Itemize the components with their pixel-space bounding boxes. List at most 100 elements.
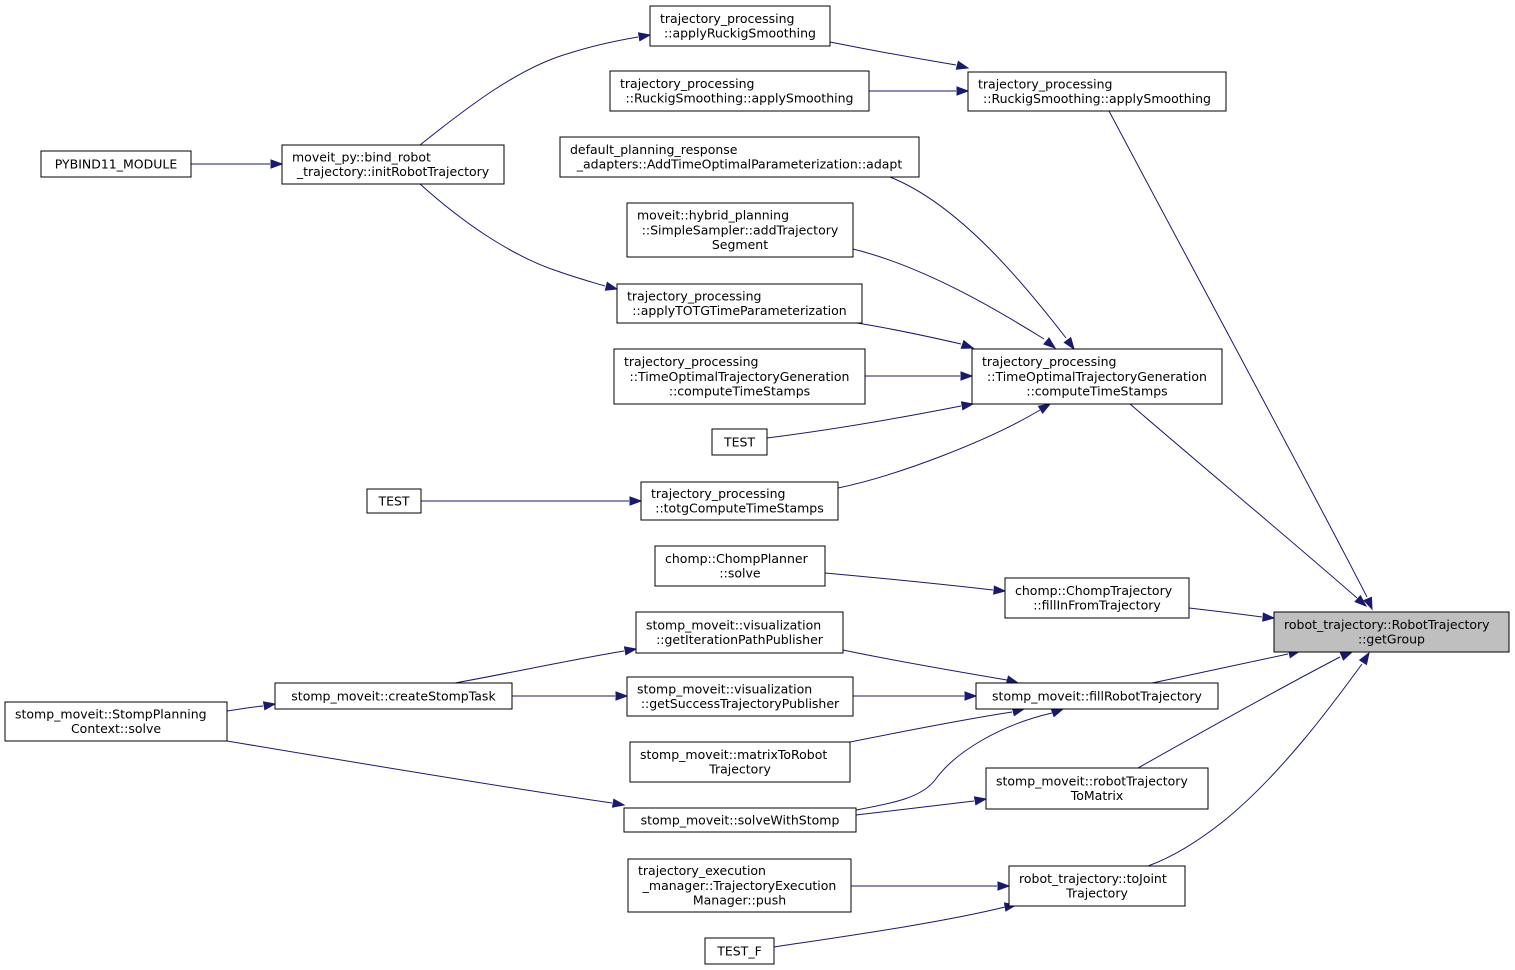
node-vis-success[interactable]: stomp_moveit::visualization::getSuccessT…	[626, 676, 854, 717]
node-box	[975, 682, 1219, 710]
node-stomp-fill[interactable]: stomp_moveit::fillRobotTrajectory	[975, 682, 1219, 710]
node-test-a[interactable]: TEST	[711, 428, 768, 456]
node-solve-with-stomp[interactable]: stomp_moveit::solveWithStomp	[623, 807, 857, 833]
node-vis-iter[interactable]: stomp_moveit::visualization::getIteratio…	[635, 611, 844, 654]
node-create-stomp-task[interactable]: stomp_moveit::createStompTask	[274, 682, 513, 710]
node-label-line: ::fillInFromTrajectory	[1033, 598, 1161, 613]
arrowhead	[1063, 336, 1075, 351]
node-label-line: TEST	[723, 434, 755, 449]
node-label-line: Manager::push	[693, 892, 786, 907]
edge-vis-success-to-stomp-fill	[853, 691, 978, 701]
node-label-line: TEST_F	[716, 943, 762, 958]
arrowhead	[993, 585, 1007, 595]
node-box	[609, 70, 870, 112]
edge-chomp-solve-to-chomp-fill	[824, 572, 1007, 595]
node-simple-sampler[interactable]: moveit::hybrid_planning::SimpleSampler::…	[626, 202, 854, 258]
arrowhead	[611, 798, 626, 808]
node-totg-stamps[interactable]: trajectory_processing::totgComputeTimeSt…	[640, 481, 839, 521]
edge-matrix-to-robot-to-stomp-fill	[849, 707, 1026, 743]
node-ruckig-apply-smoothing-caller[interactable]: trajectory_processing::RuckigSmoothing::…	[609, 70, 870, 112]
arrowhead	[1050, 708, 1065, 718]
node-box	[616, 283, 863, 324]
node-label-line: PYBIND11_MODULE	[55, 156, 178, 171]
node-label-line: trajectory_processing	[620, 76, 754, 91]
node-label-line: ::computeTimeStamps	[1026, 383, 1167, 398]
node-box	[626, 676, 854, 717]
node-apply-totg[interactable]: trajectory_processing::applyTOTGTimePara…	[616, 283, 863, 324]
node-label-line: trajectory_processing	[627, 289, 761, 304]
node-label-line: ::solve	[719, 566, 760, 581]
arrowhead	[270, 159, 284, 169]
node-label-line: Trajectory	[708, 762, 771, 777]
arrowhead	[1037, 403, 1052, 414]
node-test-f[interactable]: TEST_F	[704, 937, 775, 965]
node-label-line: stomp_moveit::visualization	[646, 618, 821, 633]
node-label-line: ::getSuccessTrajectoryPublisher	[641, 696, 840, 711]
edge-line	[773, 906, 1006, 948]
node-label-line: _adapters::AddTimeOptimalParameterizatio…	[576, 157, 903, 172]
node-test-b[interactable]: TEST	[366, 488, 422, 514]
node-ruckig-apply-smoothing[interactable]: trajectory_processing::RuckigSmoothing::…	[967, 71, 1227, 112]
node-add-top[interactable]: default_planning_response_adapters::AddT…	[559, 136, 920, 178]
arrowhead	[262, 701, 277, 711]
node-label-line: ::getGroup	[1358, 632, 1425, 647]
node-label-line: ::TimeOptimalTrajectoryGeneration	[987, 369, 1207, 384]
edge-line	[829, 41, 957, 66]
node-label-line: trajectory_processing	[651, 486, 785, 501]
node-label-line: trajectory_processing	[982, 354, 1116, 369]
edge-create-stomp-task-to-vis-iter	[454, 646, 638, 684]
node-chomp-solve[interactable]: chomp::ChompPlanner::solve	[654, 545, 826, 587]
node-box	[559, 136, 920, 178]
edge-simple-sampler-to-totg-compute	[852, 248, 1057, 349]
node-box	[613, 348, 866, 405]
arrowhead	[623, 646, 638, 656]
node-totg-compute-caller[interactable]: trajectory_processing::TimeOptimalTrajec…	[613, 348, 866, 405]
node-pybind[interactable]: PYBIND11_MODULE	[40, 150, 192, 178]
node-target[interactable]: robot_trajectory::RobotTrajectory::getGr…	[1273, 611, 1510, 653]
arrowhead	[973, 796, 988, 806]
edge-init-robot-traj-to-apply-totg	[419, 183, 619, 291]
edge-vis-iter-to-stomp-fill	[842, 649, 1020, 685]
node-label-line: stomp_moveit::robotTrajectory	[996, 774, 1188, 789]
edge-solve-with-stomp-to-stomp-to-matrix	[855, 796, 988, 816]
edge-line	[856, 322, 962, 345]
node-box	[1008, 865, 1186, 907]
edge-line	[855, 712, 1053, 811]
node-label-line: stomp_moveit::StompPlanning	[15, 707, 207, 722]
edge-line	[842, 649, 1008, 681]
edge-totg-compute-to-target	[1129, 403, 1368, 607]
node-box	[654, 545, 826, 587]
arrowhead	[604, 281, 619, 291]
node-stomp-ctx-solve[interactable]: stomp_moveit::StompPlanningContext::solv…	[4, 701, 228, 742]
edge-line	[1188, 607, 1263, 618]
edge-line	[855, 800, 975, 816]
arrowhead	[956, 86, 970, 96]
node-box	[967, 71, 1227, 112]
edge-line	[766, 405, 962, 439]
edge-pybind-to-init-robot-traj	[191, 159, 284, 169]
edge-stomp-to-matrix-to-target	[1137, 651, 1354, 769]
edge-line	[824, 572, 994, 591]
arrowhead	[629, 496, 643, 506]
arrowhead	[1043, 337, 1057, 349]
node-label-line: Segment	[712, 237, 768, 252]
node-label-line: ::applyRuckigSmoothing	[664, 26, 816, 41]
node-chomp-fill[interactable]: chomp::ChompTrajectory::fillInFromTrajec…	[1004, 577, 1190, 619]
node-tem-push[interactable]: trajectory_execution_manager::Trajectory…	[627, 858, 852, 913]
node-init-robot-traj[interactable]: moveit_py::bind_robot_trajectory::initRo…	[281, 144, 505, 185]
edge-apply-ruckig-to-ruckig-apply-smoothing	[829, 41, 970, 70]
node-apply-ruckig[interactable]: trajectory_processing::applyRuckigSmooth…	[649, 5, 831, 47]
edge-stomp-ctx-solve-to-create-stomp-task	[226, 701, 277, 712]
node-box	[971, 348, 1223, 405]
node-totg-compute[interactable]: trajectory_processing::TimeOptimalTrajec…	[971, 348, 1223, 405]
node-label-line: ::totgComputeTimeStamps	[655, 501, 824, 516]
arrowhead	[1363, 596, 1373, 611]
node-box	[1273, 611, 1510, 653]
node-label-line: ::RuckigSmoothing::applySmoothing	[983, 91, 1211, 106]
node-label-line: ::TimeOptimalTrajectoryGeneration	[630, 369, 850, 384]
arrowhead	[997, 881, 1011, 891]
node-label-line: TEST	[377, 493, 409, 508]
